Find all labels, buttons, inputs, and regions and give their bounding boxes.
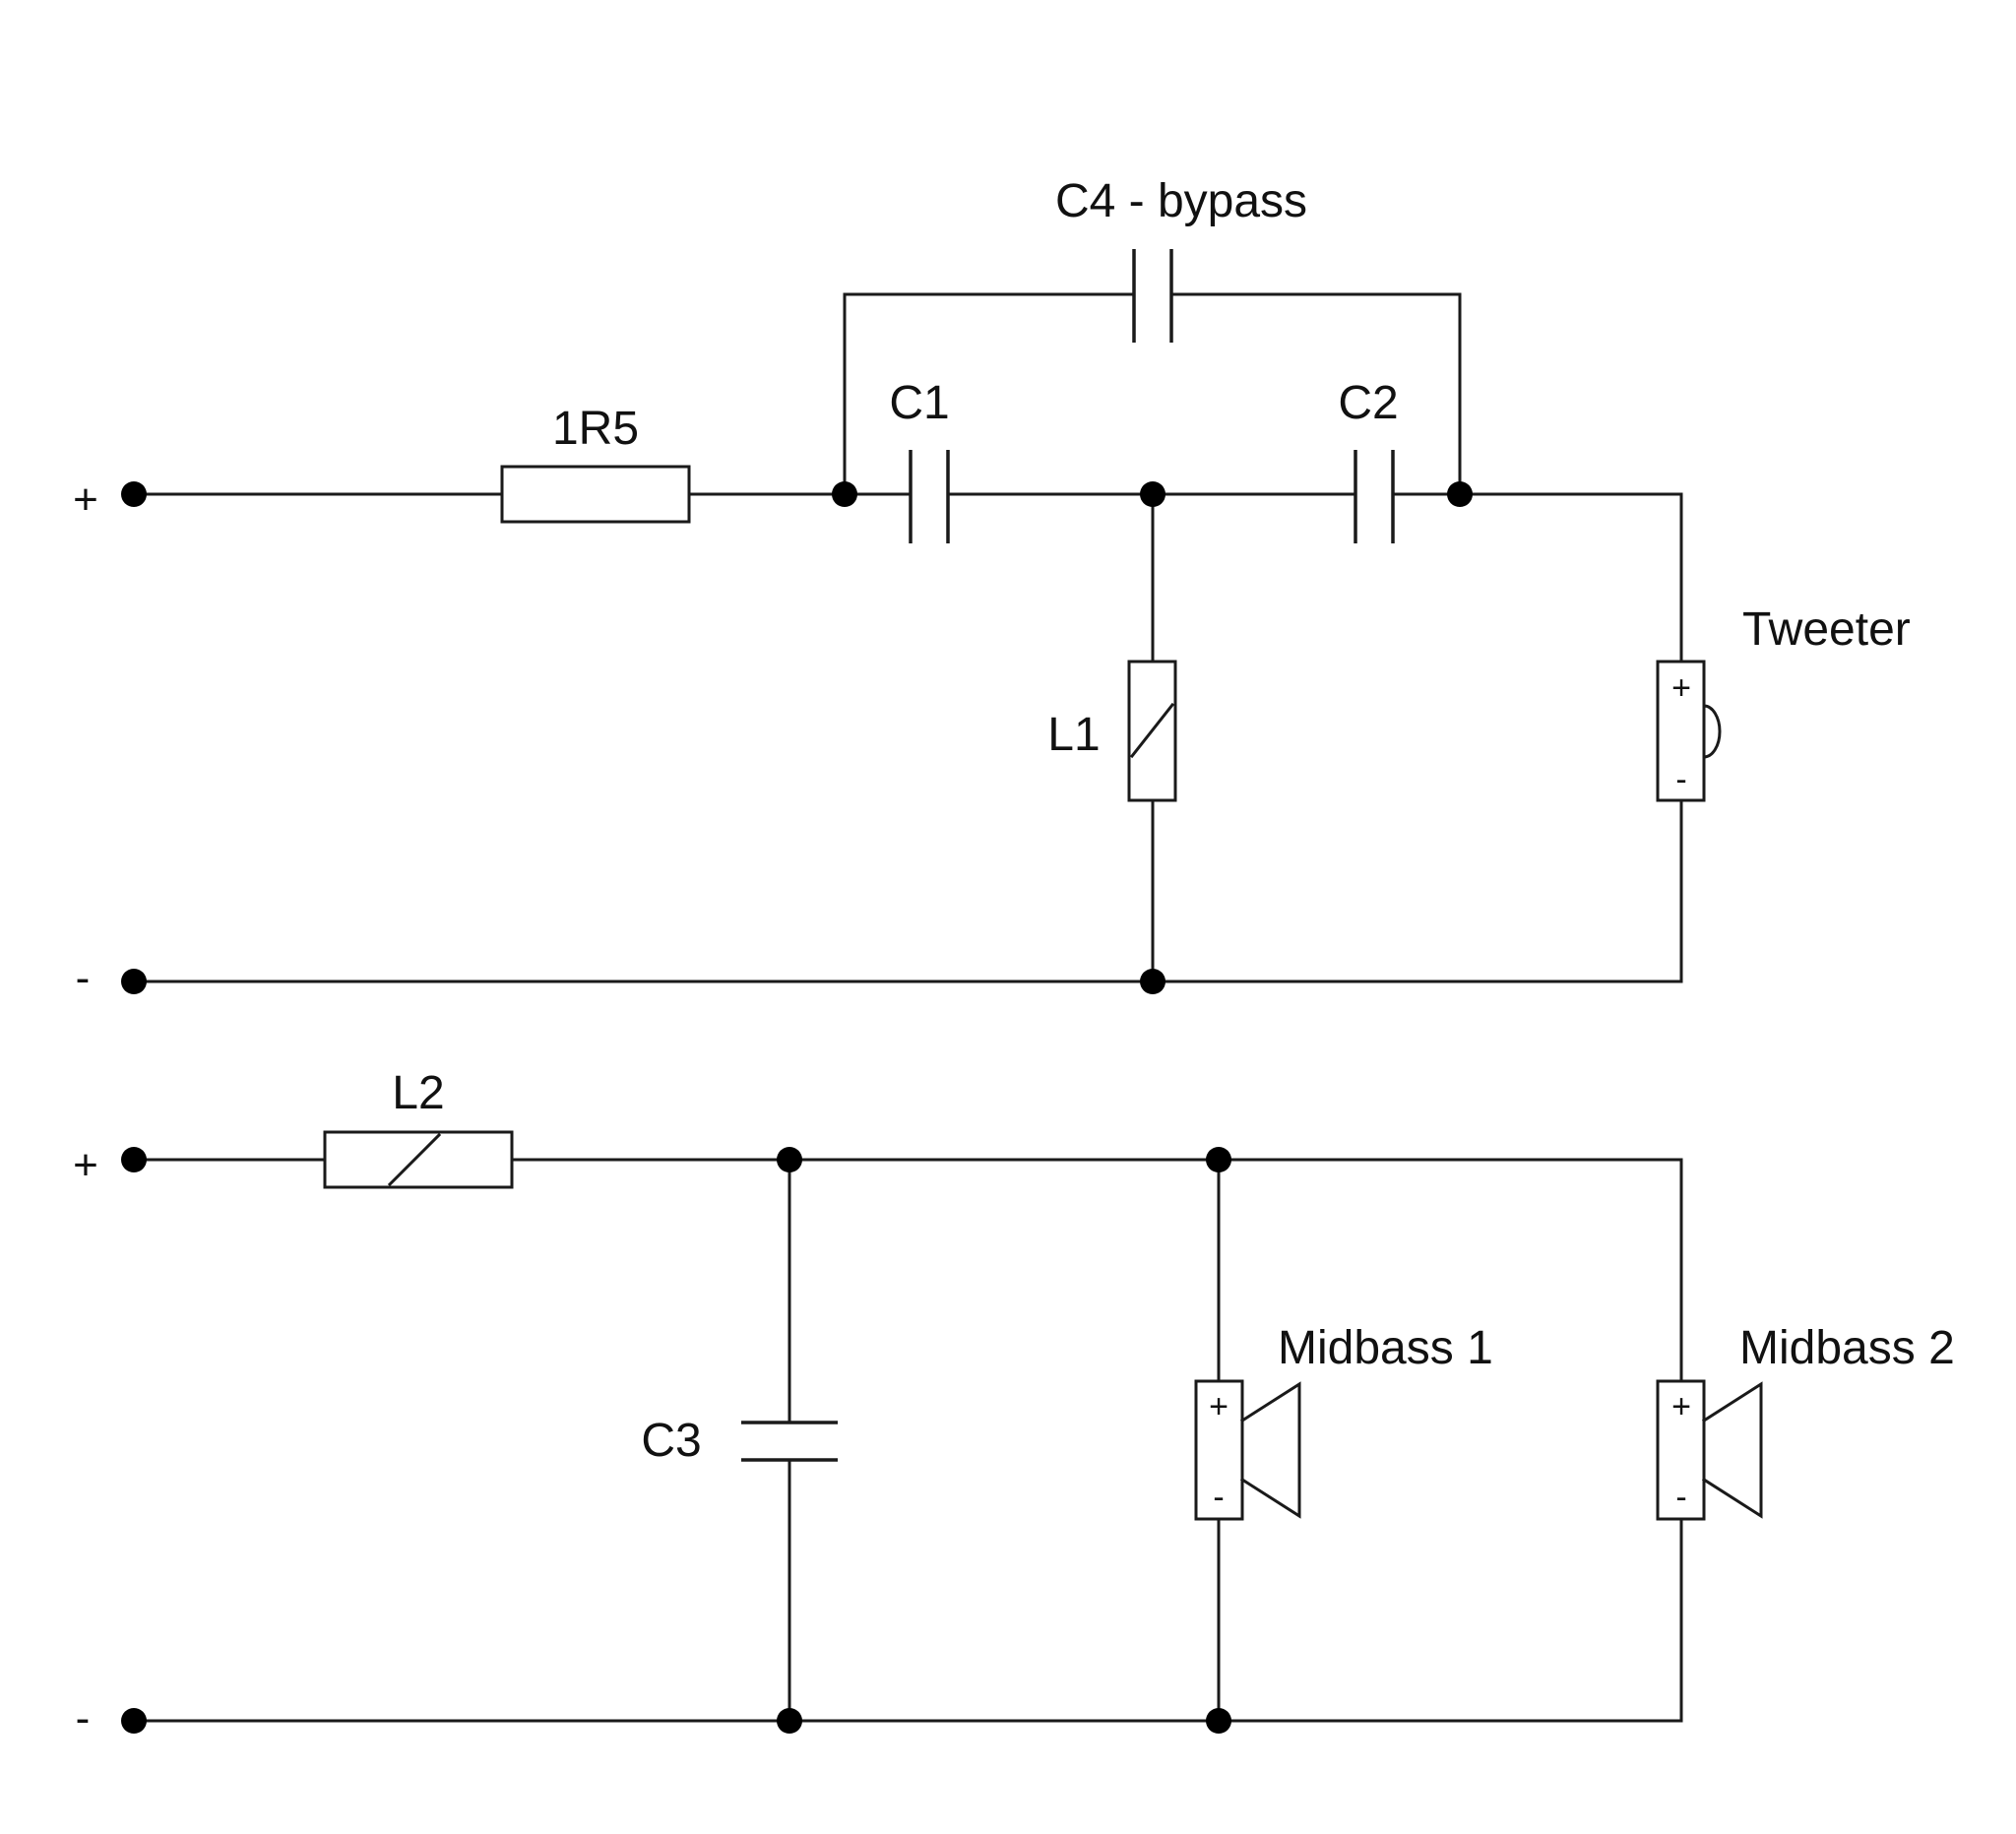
junction-midbass1-top <box>1206 1147 1231 1172</box>
terminal-minus-bottom <box>121 1708 147 1734</box>
terminal-minus-bottom-label: - <box>76 1694 91 1742</box>
junction-c2-right <box>1447 481 1473 507</box>
label-c1: C1 <box>889 377 949 429</box>
terminal-minus-top <box>121 969 147 994</box>
capacitor-c4 <box>1132 249 1173 343</box>
inductor-l2 <box>323 1130 514 1189</box>
label-1r5: 1R5 <box>552 403 639 455</box>
tweeter-speaker-icon: + - <box>1656 660 1722 802</box>
junction-c3-top <box>777 1147 802 1172</box>
terminal-plus-bottom <box>121 1147 147 1172</box>
junction-midbass1-bottom <box>1206 1708 1231 1734</box>
midbass1-speaker-icon: + - <box>1194 1379 1301 1521</box>
label-c3: C3 <box>641 1415 701 1467</box>
terminal-minus-top-label: - <box>76 954 91 1002</box>
inductor-l1 <box>1127 660 1177 802</box>
capacitor-c1 <box>909 450 950 543</box>
label-l1: L1 <box>1047 709 1100 761</box>
tweeter-minus-sign: - <box>1675 761 1686 798</box>
midbass-section: + - + - L2 C3 Midbass 1 Midbass 2 + - <box>73 1067 1955 1742</box>
label-c4-bypass: C4 - bypass <box>1055 175 1307 227</box>
label-c2: C2 <box>1338 377 1398 429</box>
resistor-1r5 <box>500 465 691 524</box>
terminal-plus-bottom-label: + <box>73 1141 98 1189</box>
capacitor-c3 <box>741 1421 838 1462</box>
label-tweeter: Tweeter <box>1742 603 1911 656</box>
label-l2: L2 <box>392 1067 444 1119</box>
junction-c3-bottom <box>777 1708 802 1734</box>
midbass2-speaker-icon: + - <box>1656 1379 1763 1521</box>
label-midbass-1: Midbass 1 <box>1278 1322 1493 1374</box>
terminal-plus-top-label: + <box>73 475 98 524</box>
junction-c1-c2 <box>1140 481 1166 507</box>
tweeter-plus-sign: + <box>1671 669 1691 707</box>
tweeter-section: + - C4 - bypass 1R5 C1 C2 L1 Tweeter + - <box>73 175 1911 1002</box>
capacitor-c2 <box>1354 450 1395 543</box>
midbass1-plus-sign: + <box>1209 1388 1228 1425</box>
midbass1-minus-sign: - <box>1213 1479 1224 1516</box>
midbass2-minus-sign: - <box>1675 1479 1686 1516</box>
junction-l1-bottom <box>1140 969 1166 994</box>
terminal-plus-top <box>121 481 147 507</box>
label-midbass-2: Midbass 2 <box>1739 1322 1955 1374</box>
midbass2-plus-sign: + <box>1671 1388 1691 1425</box>
junction-c1-left <box>832 481 857 507</box>
